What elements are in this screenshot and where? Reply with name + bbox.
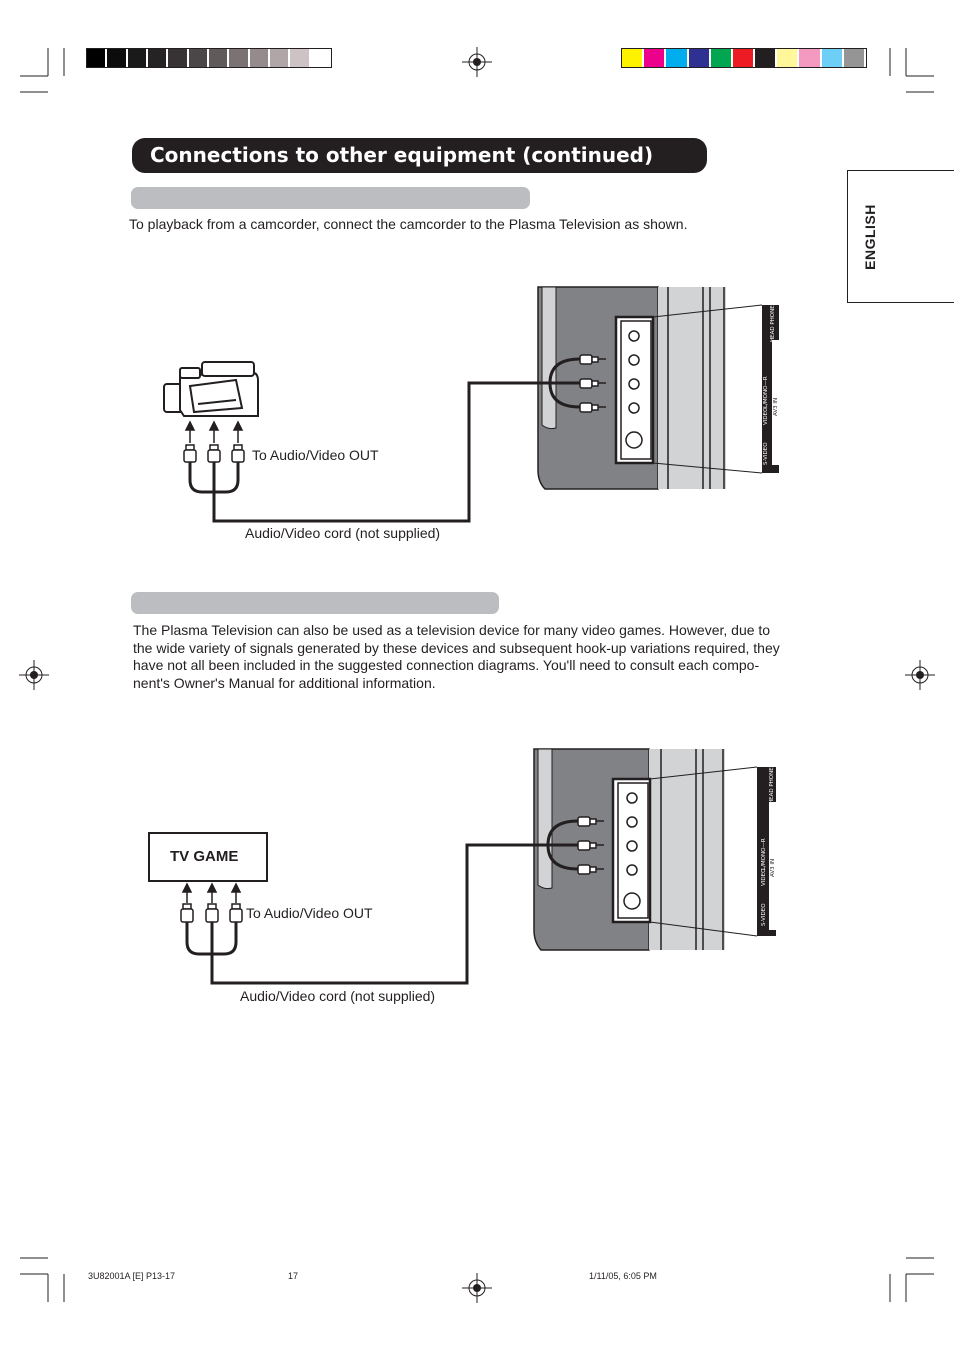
calibration-swatch — [168, 49, 187, 67]
calibration-swatch — [229, 49, 248, 67]
tv-game-connection-diagram: HEAD PHONE L/MONO—R VIDEO AV3 IN S-VIDEO — [148, 748, 776, 985]
camcorder-connection-diagram: HEAD PHONE L/MONO—R VIDEO AV3 IN S-VIDEO — [163, 286, 779, 523]
panel-label-svideo: S-VIDEO — [763, 442, 769, 465]
av-cord — [210, 843, 548, 985]
calibration-swatch — [310, 49, 329, 67]
registration-target-icon — [462, 1273, 492, 1303]
panel-label-headphone: HEAD PHONE — [769, 767, 775, 804]
calibration-swatch — [843, 49, 864, 67]
color-calibration-bar — [621, 48, 867, 68]
tv-rear-panel — [533, 748, 776, 951]
calibration-swatch — [87, 49, 106, 67]
calibration-swatch — [777, 49, 798, 67]
footer-page-number: 17 — [288, 1271, 299, 1281]
panel-label-svideo: S-VIDEO — [761, 903, 767, 926]
body-line: The Plasma Television can also be used a… — [133, 622, 771, 638]
av-cord — [212, 381, 550, 523]
calibration-swatch — [755, 49, 776, 67]
calibration-swatch — [209, 49, 228, 67]
registration-target-icon — [19, 660, 49, 690]
language-tab: ENGLISH — [847, 170, 954, 303]
body-line: nent's Owner's Manual for additional inf… — [133, 674, 436, 691]
tv-game-label: TV GAME — [170, 848, 239, 865]
panel-label-video: VIDEO — [763, 407, 769, 425]
calibration-swatch — [666, 49, 687, 67]
calibration-swatch — [732, 49, 754, 67]
calibration-swatch — [799, 49, 820, 67]
calibration-swatch — [107, 49, 126, 67]
calibration-swatch — [622, 49, 643, 67]
body-line: the wide variety of signals generated by… — [133, 639, 780, 656]
calibration-swatch — [188, 49, 207, 67]
calibration-swatch — [148, 49, 167, 67]
body-line: have not all been included in the sugges… — [133, 657, 760, 673]
tv-game-cord-label: Audio/Video cord (not supplied) — [240, 988, 436, 1004]
footer-timestamp: 1/11/05, 6:05 PM — [589, 1271, 657, 1281]
panel-label-audio: L/MONO—R — [761, 838, 767, 870]
section-header-bar — [131, 592, 499, 614]
registration-target-icon — [462, 47, 492, 77]
tv-game-box — [148, 832, 268, 882]
panel-label-headphone: HEAD PHONE — [770, 305, 776, 342]
panel-label-av: AV3 IN — [770, 859, 776, 877]
calibration-swatch — [290, 49, 309, 67]
calibration-swatch — [644, 49, 665, 67]
panel-label-video: VIDEO — [761, 868, 767, 886]
calibration-swatch — [249, 49, 268, 67]
panel-label-av: AV3 IN — [773, 398, 779, 416]
footer-doc-code: 3U82001A [E] P13-17 — [88, 1271, 176, 1281]
calibration-swatch — [127, 49, 146, 67]
language-tab-label: ENGLISH — [862, 204, 878, 270]
page-title: Connections to other equipment (continue… — [132, 138, 707, 173]
calibration-swatch — [270, 49, 289, 67]
calibration-swatch — [710, 49, 731, 67]
tv-game-body-text: The Plasma Television can also be used a… — [133, 622, 813, 692]
tv-game-out-label: To Audio/Video OUT — [246, 905, 373, 921]
camcorder-intro-text: To playback from a camcorder, connect th… — [129, 216, 688, 232]
gray-calibration-bar — [86, 48, 332, 68]
panel-label-audio: L/MONO—R — [763, 376, 769, 408]
calibration-swatch — [821, 49, 842, 67]
camcorder-out-label: To Audio/Video OUT — [252, 447, 379, 463]
registration-target-icon — [905, 660, 935, 690]
calibration-swatch — [688, 49, 709, 67]
camcorder-cord-label: Audio/Video cord (not supplied) — [245, 525, 441, 541]
camcorder-icon — [163, 361, 259, 417]
section-header-bar — [131, 187, 530, 209]
tv-rear-panel — [537, 286, 779, 490]
